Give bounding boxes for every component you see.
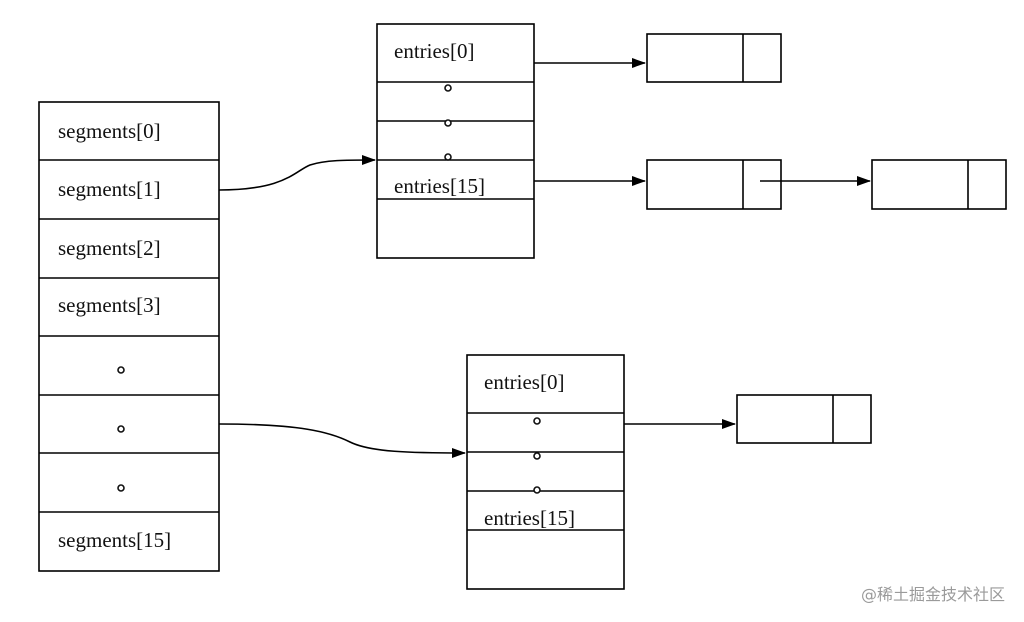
segment-label-15: segments[15] — [58, 528, 171, 552]
segment-label-3: segments[3] — [58, 293, 161, 317]
node-box — [871, 159, 1007, 210]
ellipsis-dot — [117, 366, 125, 374]
ellipsis-dot — [117, 425, 125, 433]
node-box — [646, 159, 782, 210]
entry-label-15: entries[15] — [394, 174, 485, 198]
entries-table-top: entries[0] entries[15] — [376, 23, 535, 259]
entries-frame — [466, 354, 625, 590]
node-bottom-entry0 — [736, 394, 872, 444]
node-box — [736, 394, 872, 444]
ellipsis-dot — [117, 484, 125, 492]
entry-label-15: entries[15] — [484, 506, 575, 530]
segment-label-1: segments[1] — [58, 177, 161, 201]
entry-label-0: entries[0] — [394, 39, 474, 63]
ellipsis-dot — [444, 153, 452, 161]
node-box — [646, 33, 782, 83]
ellipsis-dot — [444, 119, 452, 127]
node-top-entry0 — [646, 33, 782, 83]
segment-to-table-arrow — [218, 423, 466, 458]
node-chained — [871, 159, 1007, 210]
ellipsis-dot — [444, 84, 452, 92]
entries-table-bottom: entries[0] entries[15] — [466, 354, 625, 590]
watermark: @稀土掘金技术社区 — [861, 585, 1005, 604]
segment-label-2: segments[2] — [58, 236, 161, 260]
ellipsis-dot — [533, 417, 541, 425]
node-top-entry15 — [646, 159, 782, 210]
entry-label-0: entries[0] — [484, 370, 564, 394]
segment1-to-table-arrow — [218, 155, 376, 191]
entries-frame — [376, 23, 535, 259]
segment-label-0: segments[0] — [58, 119, 161, 143]
ellipsis-dot — [533, 486, 541, 494]
segments-array: segments[0] segments[1] segments[2] segm… — [38, 101, 220, 572]
ellipsis-dot — [533, 452, 541, 460]
